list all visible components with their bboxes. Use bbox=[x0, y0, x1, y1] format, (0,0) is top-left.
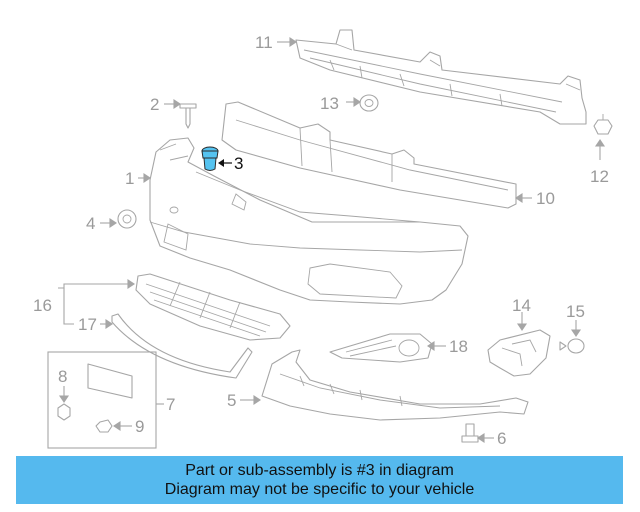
callout-4: 4 bbox=[86, 214, 95, 233]
callout-17: 17 bbox=[78, 315, 97, 334]
callout-13: 13 bbox=[320, 94, 339, 113]
callout-15: 15 bbox=[566, 302, 585, 321]
callout-18: 18 bbox=[449, 337, 468, 356]
part-1-bumper-cover bbox=[149, 137, 469, 305]
part-14-bracket bbox=[487, 329, 551, 377]
part-10-energy-absorber bbox=[221, 101, 517, 209]
leader-lines bbox=[58, 36, 606, 444]
part-13-washer bbox=[359, 94, 379, 112]
callout-7: 7 bbox=[166, 395, 175, 414]
callout-6: 6 bbox=[497, 429, 506, 448]
info-banner: Part or sub-assembly is #3 in diagram Di… bbox=[16, 456, 623, 504]
banner-line-disclaimer: Diagram may not be specific to your vehi… bbox=[164, 481, 475, 498]
part-4-grommet bbox=[117, 209, 137, 229]
callout-9: 9 bbox=[135, 417, 144, 436]
part-12-bolt bbox=[593, 114, 613, 135]
callout-1: 1 bbox=[125, 169, 134, 188]
part-2-push-pin bbox=[179, 103, 197, 129]
callout-16: 16 bbox=[33, 296, 52, 315]
part-15-clip bbox=[559, 338, 585, 354]
part-16-lower-grille bbox=[135, 273, 291, 341]
part-18-fog-lamp-cover bbox=[329, 333, 433, 363]
callout-3: 3 bbox=[234, 154, 243, 173]
part-5-lower-spoiler bbox=[261, 349, 529, 421]
callout-12: 12 bbox=[590, 167, 609, 186]
part-6-bolt bbox=[461, 423, 479, 443]
callout-11: 11 bbox=[255, 33, 273, 52]
callout-10: 10 bbox=[536, 189, 555, 208]
callout-14: 14 bbox=[512, 296, 531, 315]
callout-5: 5 bbox=[227, 391, 236, 410]
parts-diagram: 11 2 13 3 1 12 10 4 16 17 14 15 18 8 5 7… bbox=[33, 29, 613, 449]
part-7-license-bracket-panel bbox=[47, 351, 157, 449]
part-3-clip bbox=[201, 146, 219, 171]
part-17-trim-strip bbox=[111, 313, 253, 379]
leader-3 bbox=[218, 159, 232, 167]
part-11-reinforcement-bar bbox=[295, 29, 587, 125]
callout-2: 2 bbox=[150, 95, 159, 114]
callout-8: 8 bbox=[58, 367, 67, 386]
banner-line-part-number: Part or sub-assembly is #3 in diagram bbox=[185, 462, 454, 479]
